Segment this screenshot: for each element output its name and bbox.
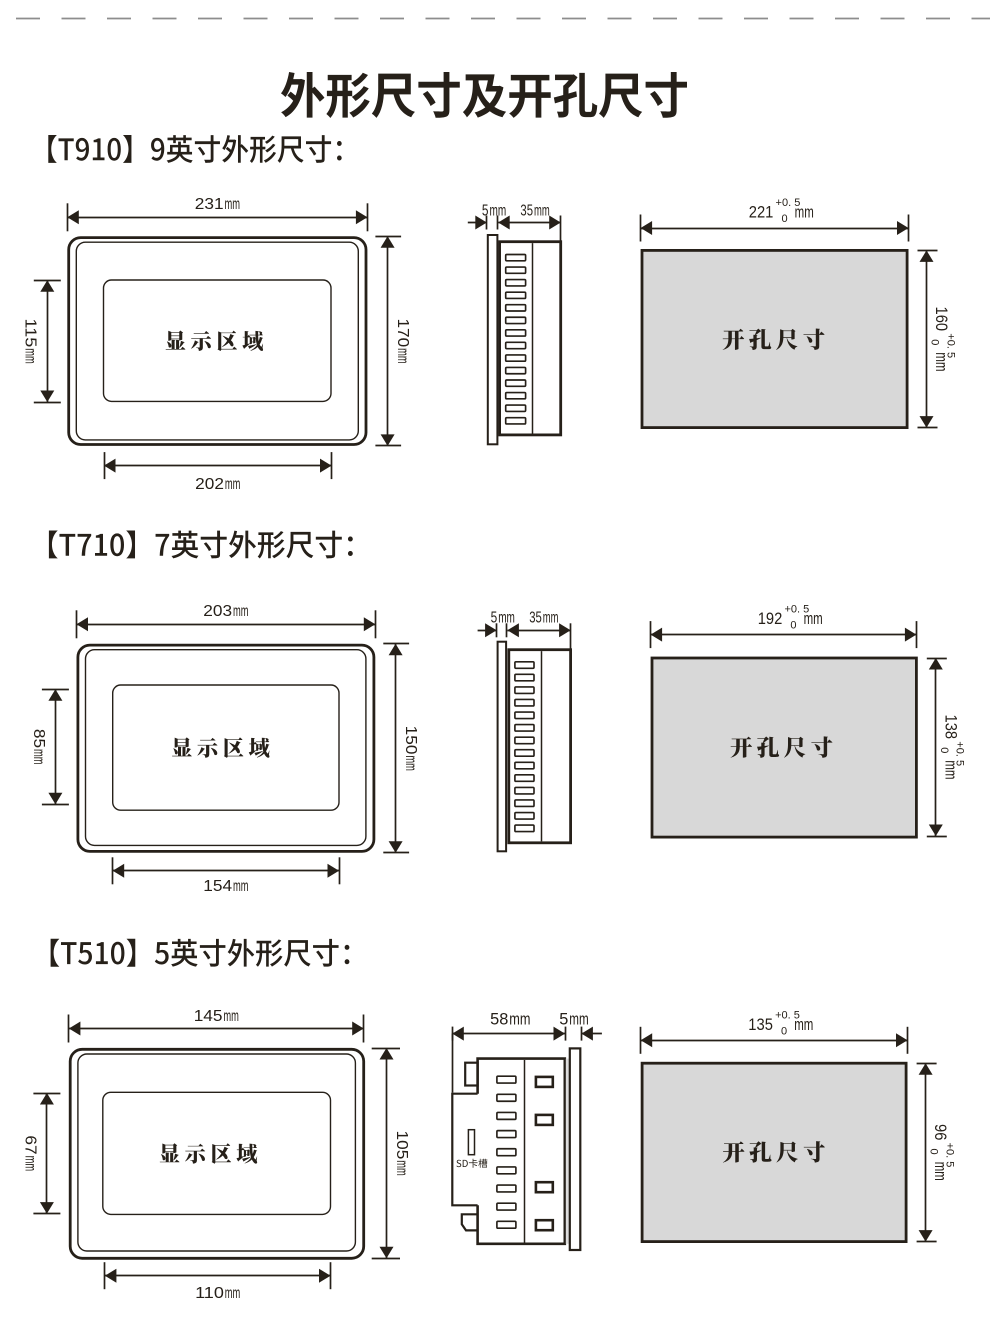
svg-text:221: 221 — [749, 204, 774, 222]
svg-text:170: 170 — [394, 318, 411, 347]
svg-text:+0. 5: +0. 5 — [944, 1143, 956, 1168]
svg-text:mm: mm — [233, 603, 249, 620]
svg-text:67: 67 — [21, 1135, 38, 1154]
svg-text:58: 58 — [490, 1010, 508, 1029]
svg-text:mm: mm — [224, 196, 240, 213]
svg-text:145: 145 — [194, 1008, 223, 1025]
svg-text:202: 202 — [195, 476, 224, 493]
svg-text:mm: mm — [394, 348, 411, 364]
svg-text:mm: mm — [509, 1010, 530, 1029]
svg-text:115: 115 — [22, 319, 39, 348]
svg-text:231: 231 — [195, 196, 224, 213]
svg-text:mm: mm — [795, 204, 814, 222]
svg-text:5: 5 — [559, 1010, 568, 1029]
svg-text:+0. 5: +0. 5 — [785, 604, 810, 616]
svg-text:0: 0 — [790, 620, 796, 632]
svg-text:0: 0 — [929, 339, 941, 345]
svg-text:mm: mm — [402, 755, 419, 771]
svg-text:mm: mm — [498, 610, 515, 627]
svg-text:mm: mm — [22, 348, 39, 364]
svg-text:105: 105 — [393, 1131, 410, 1160]
svg-text:mm: mm — [931, 1162, 949, 1181]
svg-text:mm: mm — [932, 352, 950, 371]
svg-text:154: 154 — [203, 878, 232, 895]
svg-text:mm: mm — [490, 203, 507, 220]
svg-text:5: 5 — [482, 203, 489, 220]
svg-text:mm: mm — [393, 1160, 410, 1176]
svg-text:mm: mm — [543, 610, 559, 627]
svg-text:135: 135 — [748, 1016, 773, 1034]
svg-text:203: 203 — [203, 603, 232, 620]
svg-text:0: 0 — [928, 1149, 940, 1155]
svg-text:mm: mm — [233, 878, 249, 895]
svg-text:mm: mm — [21, 1156, 38, 1172]
svg-text:mm: mm — [804, 610, 823, 628]
svg-text:160: 160 — [932, 307, 950, 332]
svg-text:35: 35 — [520, 203, 533, 220]
svg-text:150: 150 — [402, 726, 419, 755]
svg-text:+0. 5: +0. 5 — [954, 741, 966, 766]
svg-text:mm: mm — [794, 1016, 813, 1034]
svg-text:110: 110 — [195, 1285, 224, 1302]
svg-text:35: 35 — [529, 610, 542, 627]
svg-text:192: 192 — [758, 610, 783, 628]
svg-text:85: 85 — [30, 729, 47, 748]
svg-text:mm: mm — [941, 760, 959, 779]
svg-text:mm: mm — [225, 1285, 241, 1302]
svg-text:0: 0 — [781, 1025, 787, 1037]
svg-text:5: 5 — [491, 610, 498, 627]
svg-text:96: 96 — [931, 1124, 949, 1140]
svg-text:mm: mm — [225, 476, 241, 493]
svg-text:0: 0 — [938, 747, 950, 753]
svg-text:0: 0 — [781, 213, 787, 225]
svg-text:+0. 5: +0. 5 — [775, 1009, 800, 1021]
svg-text:mm: mm — [534, 203, 550, 220]
svg-text:+0. 5: +0. 5 — [776, 197, 801, 209]
svg-text:138: 138 — [941, 715, 959, 740]
svg-text:mm: mm — [223, 1008, 239, 1025]
svg-text:mm: mm — [569, 1010, 588, 1029]
svg-text:mm: mm — [30, 749, 47, 765]
svg-text:+0. 5: +0. 5 — [944, 333, 956, 358]
